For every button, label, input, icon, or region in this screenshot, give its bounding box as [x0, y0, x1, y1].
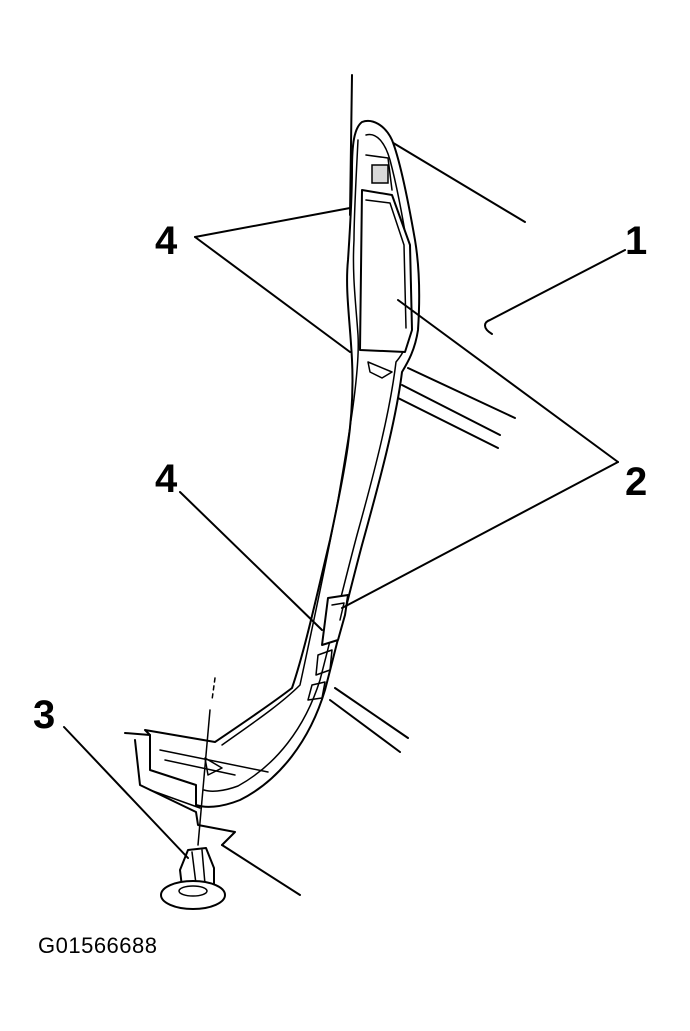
pillar-trim-panel [144, 120, 421, 808]
leader-lines [63, 207, 626, 859]
figure-id: G01566688 [38, 933, 158, 958]
callout-4-upper: 4 [155, 219, 178, 263]
callout-1: 1 [625, 219, 647, 263]
callout-2: 2 [625, 460, 647, 504]
callout-3: 3 [33, 693, 55, 737]
floor-bracket [124, 732, 269, 846]
upper-mounting-pocket [359, 154, 413, 379]
body-panel-lines [221, 74, 526, 896]
push-pin-retainer [160, 677, 226, 910]
callout-4-lower: 4 [155, 457, 178, 501]
